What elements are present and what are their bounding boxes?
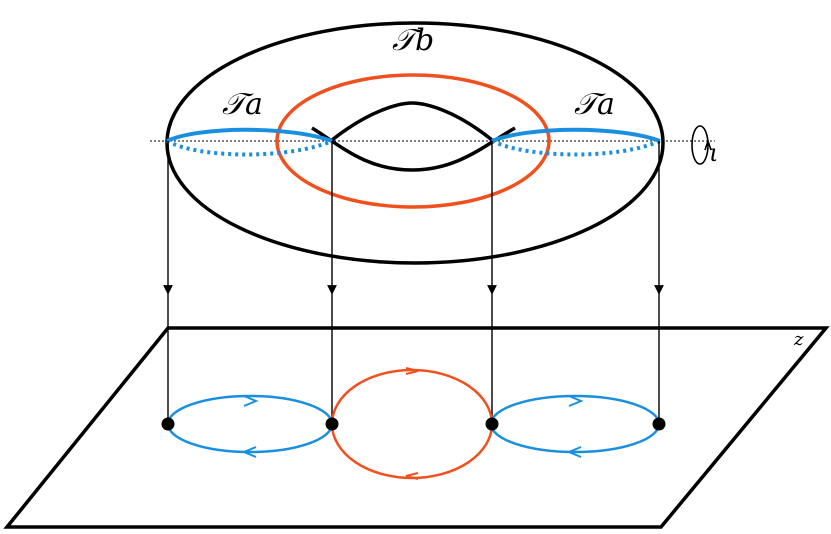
label-plane: z [793,329,804,350]
torus-hole-lower [311,126,516,172]
fixed-point-3 [485,417,499,431]
z-plane [3,326,830,529]
cycle-a-right-lower [491,139,661,157]
label-axis: ι [709,139,718,167]
arrow-a-right-top [568,395,584,407]
rotation-arrow-icon [704,138,712,151]
arrow-a-right-bottom [566,446,582,458]
label-torus-a-left: 𝒯a [222,87,263,122]
arrow-b-bottom [405,472,419,480]
fixed-point-2 [325,417,339,431]
torus-outline [165,21,665,265]
projected-cycle-b [330,368,494,480]
arrow-b-top [405,367,419,375]
torus-hole-upper [330,101,494,142]
arrow-a-left-bottom [241,446,257,458]
cycle-a-right-upper [491,127,661,143]
cycle-a-left-lower [166,139,333,157]
cycle-a-left-upper [166,127,333,143]
label-torus-b: 𝒯b [392,23,434,58]
arrow-a-left-top [243,395,259,407]
label-torus-a-right: 𝒯a [574,87,615,122]
fixed-point-1 [161,417,175,431]
cycle-b-torus [275,73,551,209]
fixed-point-4 [652,417,666,431]
rotation-icon [691,125,709,165]
